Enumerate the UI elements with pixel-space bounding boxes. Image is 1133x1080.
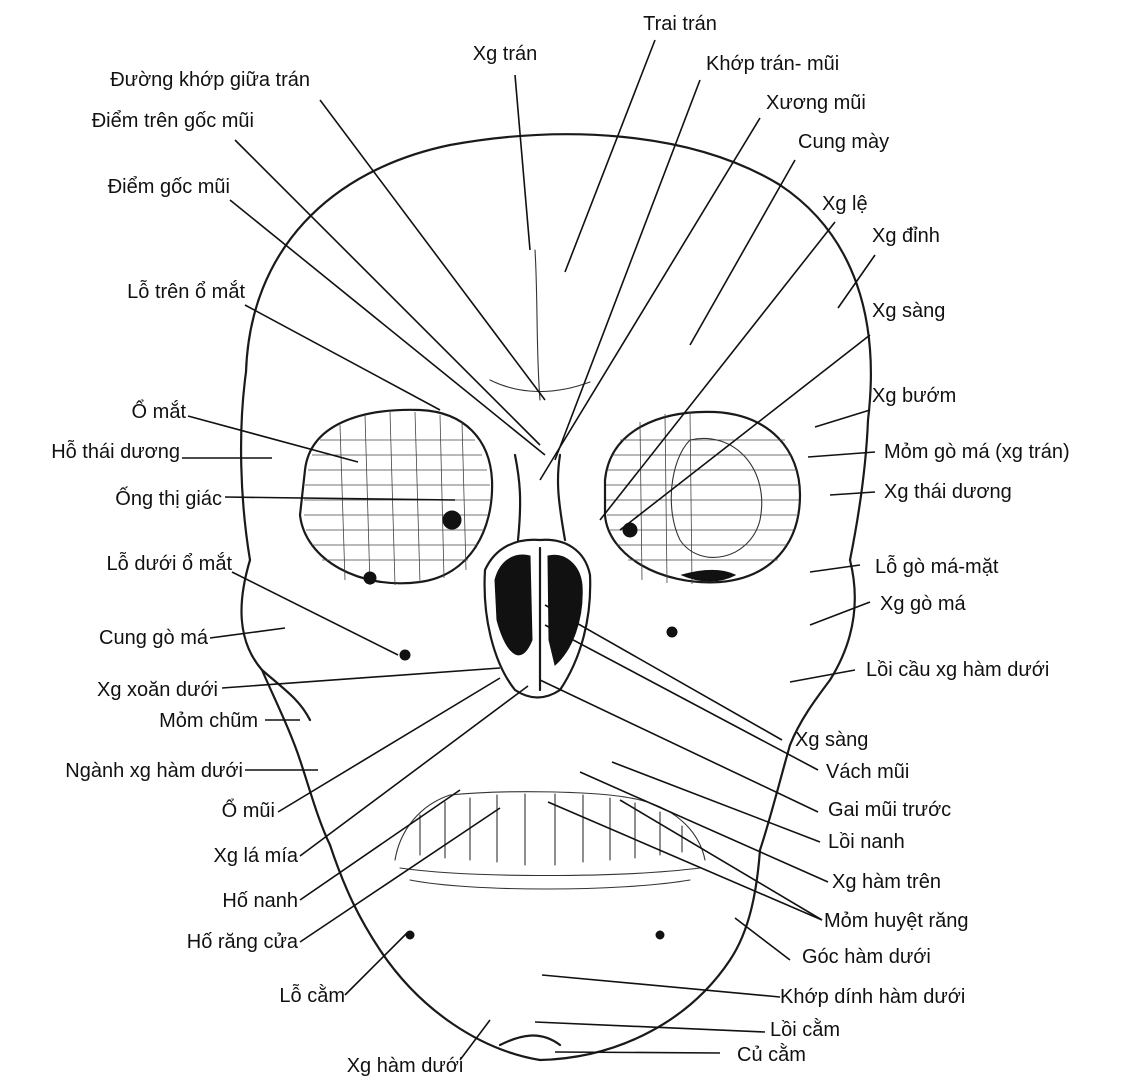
label-diem-tren-goc-mui: Điểm trên gốc mũi: [92, 110, 254, 132]
label-diem-goc-mui: Điểm gốc mũi: [108, 176, 230, 198]
label-lo-go-ma-mat: Lỗ gò má-mặt: [875, 555, 999, 578]
label-ho-nanh: Hố nanh: [222, 890, 298, 912]
label-loi-nanh: Lồi nanh: [828, 831, 905, 853]
label-khop-dinh-ham-duoi: Khớp dính hàm dưới: [780, 986, 965, 1008]
skull-illustration: [241, 134, 871, 1060]
label-goc-ham-duoi: Góc hàm dưới: [802, 946, 931, 968]
label-o-mui: Ổ mũi: [222, 798, 275, 822]
label-duong-khop-giua-tran: Đường khớp giữa trán: [110, 69, 310, 91]
label-cu-cam: Củ cằm: [737, 1043, 806, 1066]
label-xg-thai-duong: Xg thái dương: [884, 481, 1012, 503]
label-xg-sang-top: Xg sàng: [872, 300, 945, 322]
label-o-mat: Ổ mắt: [132, 399, 187, 423]
label-trai-tran: Trai trán: [643, 13, 717, 35]
label-xg-la-mia: Xg lá mía: [214, 845, 299, 867]
label-lo-duoi-o-mat: Lỗ dưới ổ mắt: [107, 552, 233, 575]
label-vach-mui: Vách mũi: [826, 761, 909, 783]
label-xg-dinh: Xg đỉnh: [872, 225, 940, 247]
label-mom-go-ma-xg-tran: Mỏm gò má (xg trán): [884, 441, 1070, 463]
label-xg-buom: Xg bướm: [872, 385, 956, 407]
label-xg-tran: Xg trán: [473, 43, 537, 65]
label-xg-sang-bottom: Xg sàng: [795, 729, 868, 751]
label-gai-mui-truoc: Gai mũi trước: [828, 799, 951, 821]
label-ho-rang-cua: Hố răng cửa: [187, 931, 299, 953]
label-nganh-xg-ham-duoi: Ngành xg hàm dưới: [65, 760, 243, 782]
label-xg-xoan-duoi: Xg xoăn dưới: [97, 679, 218, 701]
label-xg-go-ma: Xg gò má: [880, 593, 966, 615]
label-xg-ham-duoi: Xg hàm dưới: [347, 1055, 464, 1077]
label-cung-may: Cung mày: [798, 131, 889, 153]
label-xuong-mui: Xương mũi: [766, 92, 866, 114]
label-mom-chum: Mỏm chũm: [159, 710, 258, 732]
label-ho-thai-duong: Hỗ thái dương: [51, 440, 180, 463]
label-khop-tran-mui: Khớp trán- mũi: [706, 53, 839, 75]
label-loi-cau-xg-ham-duoi: Lồi cầu xg hàm dưới: [866, 659, 1049, 681]
label-xg-le: Xg lệ: [822, 193, 868, 215]
label-cung-go-ma: Cung gò má: [99, 627, 209, 649]
label-mom-huyet-rang: Mỏm huyệt răng: [824, 910, 969, 932]
label-loi-cam: Lồi cằm: [770, 1018, 840, 1041]
label-ong-thi-giac: Ống thị giác: [115, 486, 222, 510]
label-lo-cam: Lỗ cằm: [279, 984, 345, 1007]
label-lo-tren-o-mat: Lỗ trên ổ mắt: [127, 280, 245, 303]
labels: Xg trán Trai trán Đường khớp giữa trán K…: [51, 13, 1069, 1077]
label-xg-ham-tren: Xg hàm trên: [832, 871, 941, 893]
